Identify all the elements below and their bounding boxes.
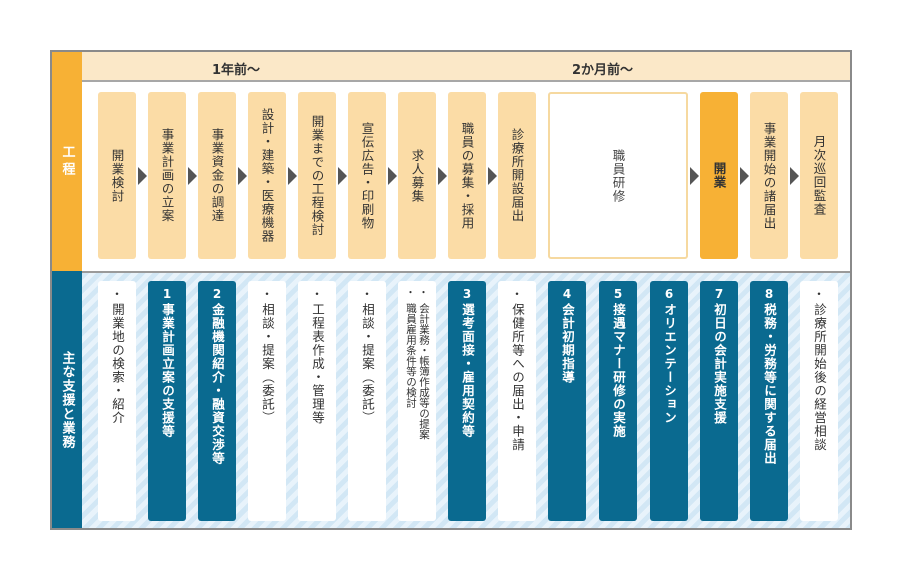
timeline-bar: 1年前〜 2か月前〜 [82, 52, 850, 82]
arrow-right-icon [388, 167, 397, 185]
arrow-right-icon [238, 167, 247, 185]
support-item-7-col-a: ・ 会計業務・帳簿作成等の提案 [418, 288, 430, 440]
arrow-right-icon [288, 167, 297, 185]
process-step-8: 職員の募集・採用 [448, 92, 486, 259]
process-step-1: 開業検討 [98, 92, 136, 259]
arrow-right-icon [188, 167, 197, 185]
arrow-right-icon [690, 167, 699, 185]
support-item-11: 5 接遇マナー研修の実施 [599, 281, 637, 521]
support-item-3: 2 金融機関紹介・融資交渉等 [198, 281, 236, 521]
support-row: ・ 開業地の検索・紹介 1 事業計画立案の支援等 2 金融機関紹介・融資交渉等 … [82, 271, 850, 528]
process-step-2: 事業計画の立案 [148, 92, 186, 259]
support-item-9: ・ 保健所等への届出・申請 [498, 281, 536, 521]
support-item-4: ・ 相談・提案（委託） [248, 281, 286, 521]
support-item-15: ・ 診療所開始後の経営相談 [800, 281, 838, 521]
support-item-7-col-b: ・ 職員雇用条件等の検討 [405, 288, 417, 408]
support-item-1: ・ 開業地の検索・紹介 [98, 281, 136, 521]
process-step-12: 事業開始の諸届出 [750, 92, 788, 259]
process-step-5: 開業までの工程検討 [298, 92, 336, 259]
support-item-5: ・ 工程表作成・管理等 [298, 281, 336, 521]
arrow-right-icon [790, 167, 799, 185]
support-item-6: ・ 相談・提案（委託） [348, 281, 386, 521]
process-step-13: 月次巡回監査 [800, 92, 838, 259]
arrow-right-icon [488, 167, 497, 185]
support-item-14: 8 税務・労務等に関する届出 [750, 281, 788, 521]
process-step-7: 求人募集 [398, 92, 436, 259]
arrow-right-icon [438, 167, 447, 185]
arrow-right-icon [740, 167, 749, 185]
support-item-2: 1 事業計画立案の支援等 [148, 281, 186, 521]
process-label: 工程 [52, 52, 82, 271]
support-item-7: ・ 職員雇用条件等の検討 ・ 会計業務・帳簿作成等の提案 [398, 281, 436, 521]
process-step-3: 事業資金の調達 [198, 92, 236, 259]
process-row: 開業検討 事業計画の立案 事業資金の調達 設計・建築・医療機器 開業までの工程検… [82, 82, 850, 271]
process-step-10: 職員研修 [548, 92, 688, 259]
arrow-right-icon [338, 167, 347, 185]
workflow-diagram: 工程 主な支援と業務 1年前〜 2か月前〜 開業検討 事業計画の立案 事業資金の… [50, 50, 852, 530]
process-step-11: 開業 [700, 92, 738, 259]
timeline-two-months: 2か月前〜 [572, 63, 634, 78]
timeline-one-year: 1年前〜 [212, 63, 261, 78]
process-step-6: 宣伝広告・印刷物 [348, 92, 386, 259]
process-step-4: 設計・建築・医療機器 [248, 92, 286, 259]
support-item-8: 3 選考面接・雇用契約等 [448, 281, 486, 521]
process-step-9: 診療所開設届出 [498, 92, 536, 259]
arrow-right-icon [138, 167, 147, 185]
support-item-13: 7 初日の会計実施支援 [700, 281, 738, 521]
support-label: 主な支援と業務 [52, 271, 82, 528]
support-item-10: 4 会計初期指導 [548, 281, 586, 521]
support-item-12: 6 オリエンテーション [650, 281, 688, 521]
